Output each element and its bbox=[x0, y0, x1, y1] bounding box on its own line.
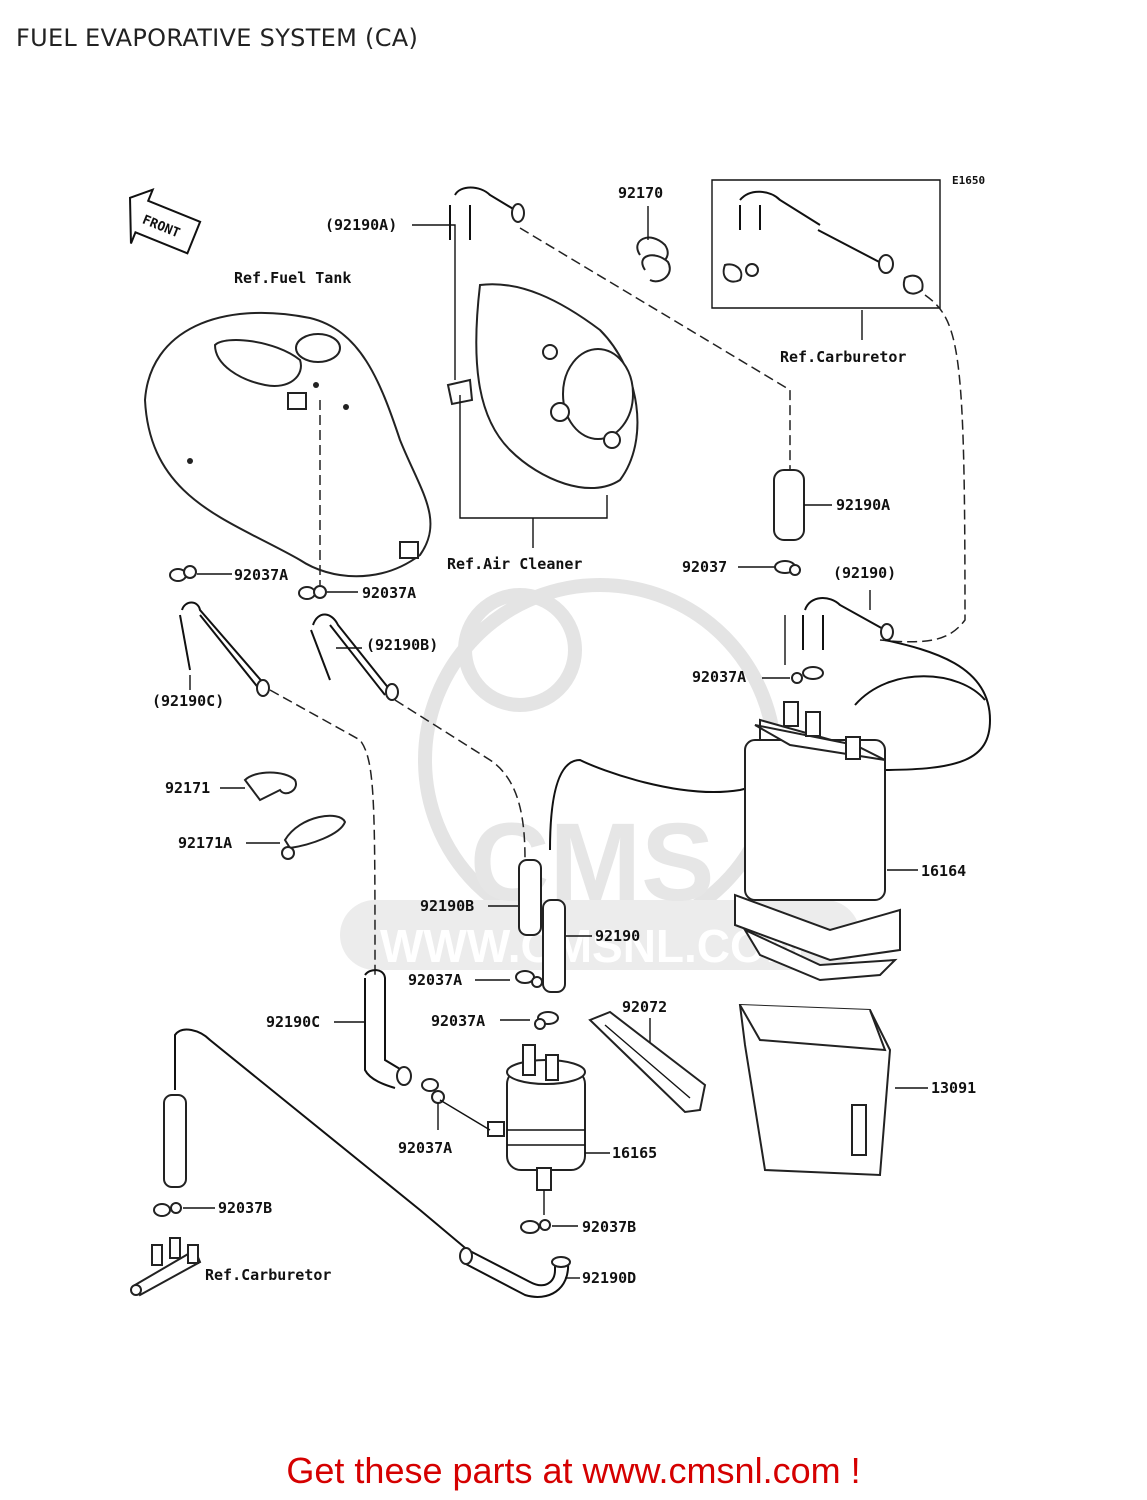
ref-air-cleaner: Ref.Air Cleaner bbox=[447, 555, 582, 573]
label-92190C: 92190C bbox=[266, 1013, 320, 1031]
clamp-icon-mid-92037A bbox=[298, 585, 327, 600]
label-92190D: 92190D bbox=[582, 1269, 636, 1287]
label-92072: 92072 bbox=[622, 998, 667, 1016]
watermark: CMS WWW.CMSNL.COM bbox=[340, 578, 860, 972]
clamp-icon-92037A-c bbox=[515, 970, 543, 988]
ref-carburetor-bottom: Ref.Carburetor bbox=[205, 1266, 331, 1284]
canister-16164 bbox=[734, 701, 901, 982]
label-92171A: 92171A bbox=[178, 834, 232, 852]
label-92037A-e: 92037A bbox=[398, 1139, 452, 1157]
label-92037A-canister: 92037A bbox=[692, 668, 746, 686]
tray-13091 bbox=[738, 1003, 892, 1177]
hose-92190D bbox=[459, 1247, 571, 1298]
label-92037B-right: 92037B bbox=[582, 1218, 636, 1236]
label-92190A-right: 92190A bbox=[836, 496, 890, 514]
label-92037A-left: 92037A bbox=[234, 566, 288, 584]
label-92190C-paren: (92190C) bbox=[152, 692, 224, 710]
carburetor-fitting bbox=[130, 1237, 202, 1297]
label-92190B: 92190B bbox=[420, 897, 474, 915]
fuel-tank bbox=[143, 311, 432, 578]
ref-fuel-tank: Ref.Fuel Tank bbox=[234, 269, 351, 287]
page-title: FUEL EVAPORATIVE SYSTEM (CA) bbox=[16, 24, 419, 52]
clamp-icon-92037A-d bbox=[534, 1011, 559, 1030]
label-13091: 13091 bbox=[931, 1079, 976, 1097]
label-92190B-paren: (92190B) bbox=[366, 636, 438, 654]
label-92171: 92171 bbox=[165, 779, 210, 797]
filter-16165 bbox=[487, 1044, 586, 1191]
label-16165: 16165 bbox=[612, 1144, 657, 1162]
front-arrow-icon: FRONT bbox=[128, 188, 202, 255]
clamp-icon-canister bbox=[791, 666, 824, 684]
label-92037-right: 92037 bbox=[682, 558, 727, 576]
clip-92170 bbox=[636, 236, 671, 283]
label-92037B-left: 92037B bbox=[218, 1199, 272, 1217]
air-cleaner bbox=[446, 283, 639, 489]
band-92171A bbox=[283, 814, 347, 850]
watermark-brand: CMS bbox=[470, 801, 714, 924]
clip-92171 bbox=[243, 771, 297, 802]
clamp-icon-92037B-left bbox=[153, 1202, 182, 1217]
label-92170: 92170 bbox=[618, 184, 663, 202]
label-92190: 92190 bbox=[595, 927, 640, 945]
clamp-icon-92037A-e bbox=[421, 1078, 445, 1104]
label-92037A-c: 92037A bbox=[408, 971, 462, 989]
clamp-icon-92037 bbox=[774, 560, 801, 576]
label-92037A-d: 92037A bbox=[431, 1012, 485, 1030]
ref-carburetor-top: Ref.Carburetor bbox=[780, 348, 906, 366]
label-92190A-top: (92190A) bbox=[325, 216, 397, 234]
label-16164: 16164 bbox=[921, 862, 966, 880]
clamp-icon-left-92037A bbox=[169, 565, 197, 582]
clamp-icon-top-right bbox=[902, 274, 924, 295]
clamp-icon-top-left bbox=[722, 263, 759, 283]
label-92037A-mid: 92037A bbox=[362, 584, 416, 602]
clamp-icon-92037B-right bbox=[520, 1219, 551, 1234]
label-92190-paren: (92190) bbox=[833, 564, 896, 582]
footer-link-text[interactable]: Get these parts at www.cmsnl.com ! bbox=[286, 1450, 861, 1491]
hose-top-right bbox=[739, 190, 894, 274]
watermark-url: WWW.CMSNL.COM bbox=[380, 920, 804, 972]
diagram-code: E1650 bbox=[952, 174, 985, 187]
